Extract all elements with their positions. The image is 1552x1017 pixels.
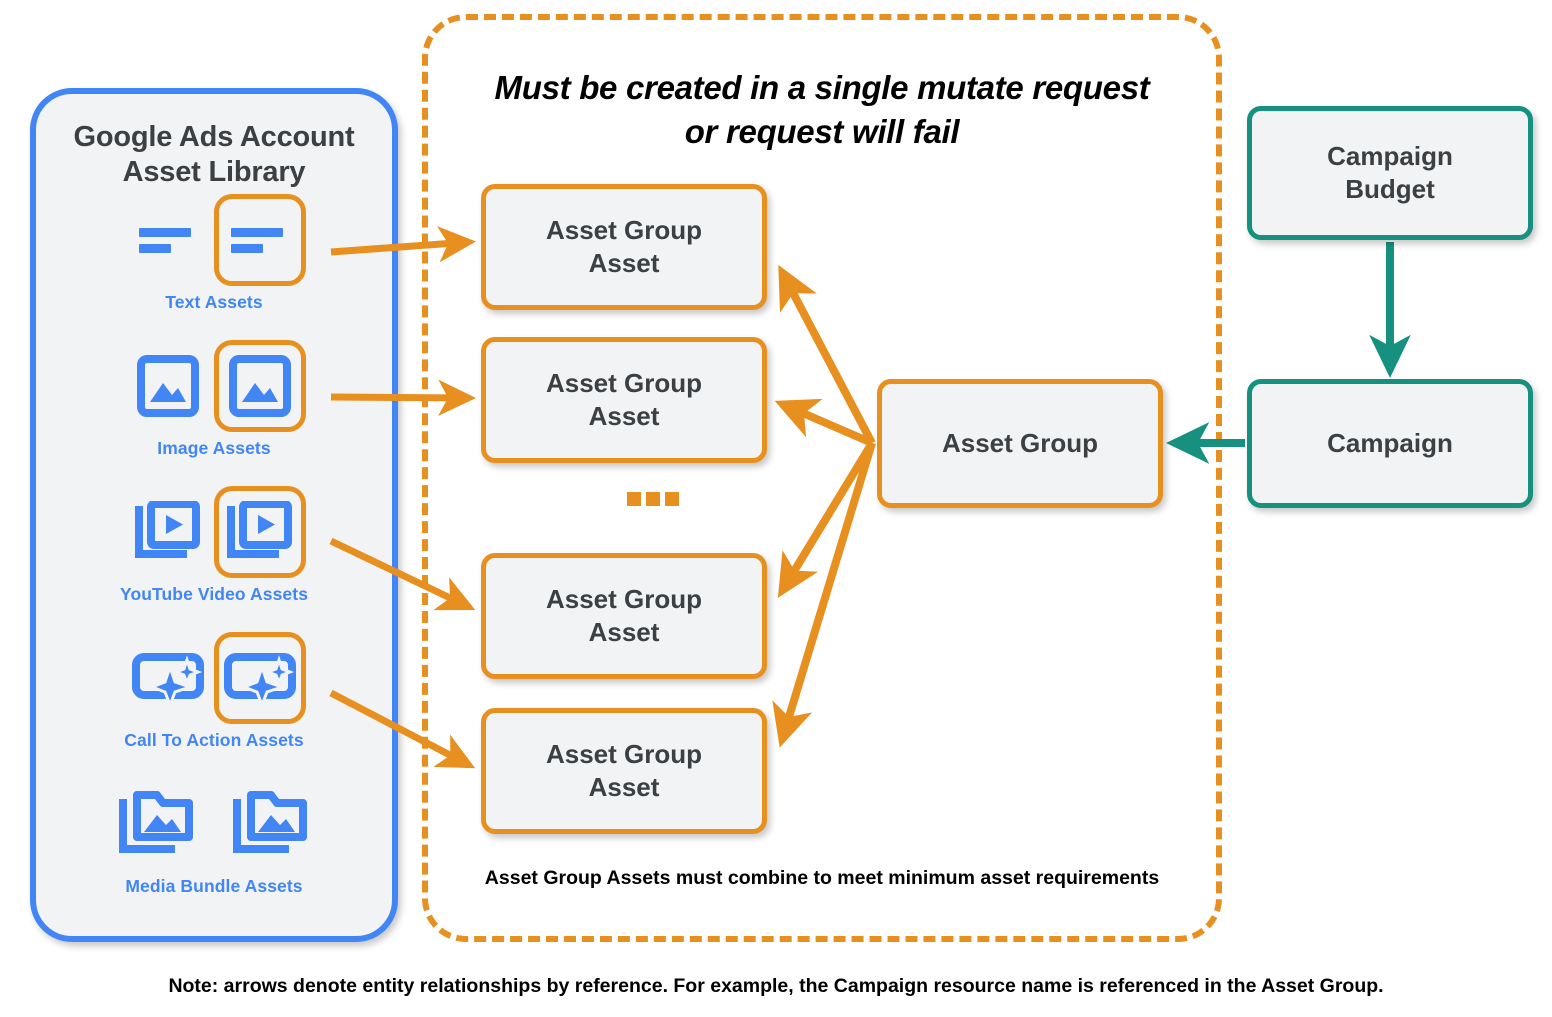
- campaign-label: Campaign: [1327, 427, 1453, 458]
- asset-row-text-caption: Text Assets: [165, 292, 263, 312]
- mutate-zone-title-line1: Must be created in a single mutate reque…: [494, 69, 1150, 106]
- video-asset-icon-highlighted[interactable]: [214, 486, 306, 578]
- asset-row-image-caption: Image Assets: [157, 438, 271, 458]
- asset-group-asset-box-3[interactable]: Asset Group Asset: [481, 553, 767, 679]
- asset-group-asset-label-1-line1: Asset Group: [545, 214, 703, 245]
- asset-row-media-bundle: Media Bundle Assets: [36, 776, 392, 906]
- asset-group-asset-label-2: Asset Group Asset: [536, 367, 712, 434]
- asset-row-image-icons: [36, 338, 392, 434]
- asset-library-title: Google Ads Account Asset Library: [36, 120, 392, 191]
- mutate-zone-title-line2: or request will fail: [684, 112, 960, 150]
- asset-group-label: Asset Group: [941, 427, 1099, 458]
- asset-group-asset-label-3-line1: Asset Group: [545, 583, 703, 614]
- asset-group-asset-label-4-line2: Asset: [588, 772, 660, 802]
- image-asset-icon-highlighted[interactable]: [214, 340, 306, 432]
- media-bundle-asset-icon-2: [225, 778, 317, 870]
- asset-group-asset-label-3-line2: Asset: [588, 617, 660, 647]
- asset-group-asset-label-2-line1: Asset Group: [545, 367, 703, 398]
- mutate-zone-title: Must be created in a single mutate reque…: [452, 66, 1192, 153]
- ellipsis-dot-3: [665, 492, 679, 506]
- call-to-action-asset-icon-highlighted[interactable]: [214, 632, 306, 724]
- asset-row-image: Image Assets: [36, 338, 392, 468]
- asset-row-cta-icons: [36, 630, 392, 726]
- asset-group-asset-label-4: Asset Group Asset: [536, 738, 712, 805]
- diagram-bottom-note: Note: arrows denote entity relationships…: [168, 975, 1384, 997]
- ellipsis-dot-1: [627, 492, 641, 506]
- asset-group-asset-label-2-line2: Asset: [588, 401, 660, 431]
- asset-row-text-icons: [36, 192, 392, 288]
- mutate-zone-footnote: Asset Group Assets must combine to meet …: [484, 867, 1160, 889]
- asset-group-asset-label-1-line2: Asset: [588, 248, 660, 278]
- campaign-budget-label: Campaign Budget: [1317, 140, 1463, 207]
- asset-group-asset-box-2[interactable]: Asset Group Asset: [481, 337, 767, 463]
- video-asset-icon: [122, 486, 214, 578]
- campaign-budget-label-line1: Campaign: [1327, 140, 1453, 171]
- campaign-budget-box[interactable]: Campaign Budget: [1247, 106, 1533, 240]
- asset-row-text: Text Assets: [36, 192, 392, 322]
- asset-library-panel: Google Ads Account Asset Library: [30, 88, 398, 942]
- campaign-box[interactable]: Campaign: [1247, 379, 1533, 508]
- asset-row-video-icons: [36, 484, 392, 580]
- asset-row-media-bundle-icons: [36, 776, 392, 872]
- asset-group-asset-label-3: Asset Group Asset: [536, 583, 712, 650]
- asset-row-media-bundle-caption: Media Bundle Assets: [125, 876, 303, 896]
- call-to-action-asset-icon: [122, 632, 214, 724]
- asset-group-asset-label-4-line1: Asset Group: [545, 738, 703, 769]
- text-asset-icon-highlighted[interactable]: [214, 194, 306, 286]
- asset-group-asset-box-4[interactable]: Asset Group Asset: [481, 708, 767, 834]
- asset-group-asset-box-1[interactable]: Asset Group Asset: [481, 184, 767, 310]
- media-bundle-asset-icon: [111, 778, 203, 870]
- text-asset-icon: [122, 194, 214, 286]
- asset-row-video-caption: YouTube Video Assets: [119, 584, 309, 604]
- asset-group-asset-label-1: Asset Group Asset: [536, 214, 712, 281]
- ellipsis-dot-2: [646, 492, 660, 506]
- ellipsis-indicator: [627, 492, 679, 506]
- asset-group-box[interactable]: Asset Group: [877, 379, 1163, 508]
- asset-row-cta: Call To Action Assets: [36, 630, 392, 760]
- image-asset-icon: [122, 340, 214, 432]
- asset-row-video: YouTube Video Assets: [36, 484, 392, 614]
- asset-row-cta-caption: Call To Action Assets: [124, 730, 304, 750]
- asset-library-title-line2: Asset Library: [122, 156, 306, 189]
- campaign-budget-label-line2: Budget: [1345, 174, 1435, 204]
- asset-library-title-line1: Google Ads Account: [73, 121, 355, 153]
